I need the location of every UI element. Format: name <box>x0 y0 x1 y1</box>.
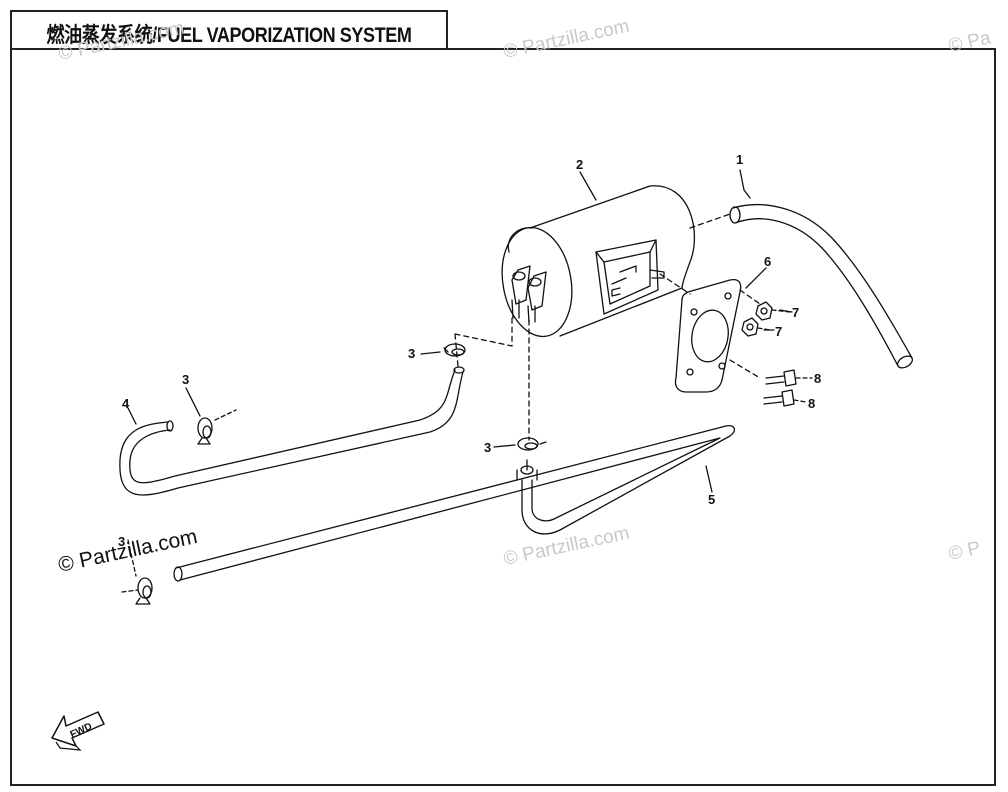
callout-1: 1 <box>736 152 743 167</box>
part-5-hose <box>173 319 735 582</box>
part-2-canister <box>501 185 696 338</box>
watermark-top-left: © Partzilla.com <box>57 18 187 65</box>
part-7-nut-lower <box>741 317 771 337</box>
leader-lines <box>127 169 793 493</box>
callout-3-upper: 3 <box>408 346 415 361</box>
part-4-hose <box>119 315 513 496</box>
watermark-mid-center: © Partzilla.com <box>502 523 632 570</box>
part-6-gasket <box>659 273 761 393</box>
part-8-bolt-upper <box>765 369 813 387</box>
diagram-title: 燃油蒸发系统/FUEL VAPORIZATION SYSTEM <box>46 24 412 47</box>
diagram-title-box: 燃油蒸发系统/FUEL VAPORIZATION SYSTEM <box>10 10 448 50</box>
watermark-left: © Partzilla.com <box>56 525 199 577</box>
part-3-clamp-upper <box>443 343 466 357</box>
callout-6: 6 <box>764 254 771 269</box>
callout-8-upper: 8 <box>814 371 821 386</box>
callout-3-lower-left: 3 <box>118 534 125 549</box>
part-3-clamp-lower-left <box>121 539 153 605</box>
callout-4: 4 <box>122 396 130 411</box>
watermark-mid-right: © P <box>947 538 983 565</box>
fwd-arrow-icon: FWD <box>51 711 105 751</box>
watermark-top-center: © Partzilla.com <box>502 16 632 63</box>
diagram-frame <box>10 48 996 786</box>
callout-3-left: 3 <box>182 372 189 387</box>
callout-7-lower: 7 <box>775 324 782 339</box>
callout-8-lower: 8 <box>808 396 815 411</box>
part-3-clamp-middle <box>517 437 547 451</box>
part-8-bolt-lower <box>763 389 807 407</box>
watermark-top-right: © Pa <box>947 27 993 56</box>
callout-7-upper: 7 <box>792 305 799 320</box>
part-1-hose <box>689 204 914 369</box>
callout-2: 2 <box>576 157 583 172</box>
part-3-clamp-left <box>197 409 237 445</box>
callout-3-middle: 3 <box>484 440 491 455</box>
callout-5: 5 <box>708 492 715 507</box>
